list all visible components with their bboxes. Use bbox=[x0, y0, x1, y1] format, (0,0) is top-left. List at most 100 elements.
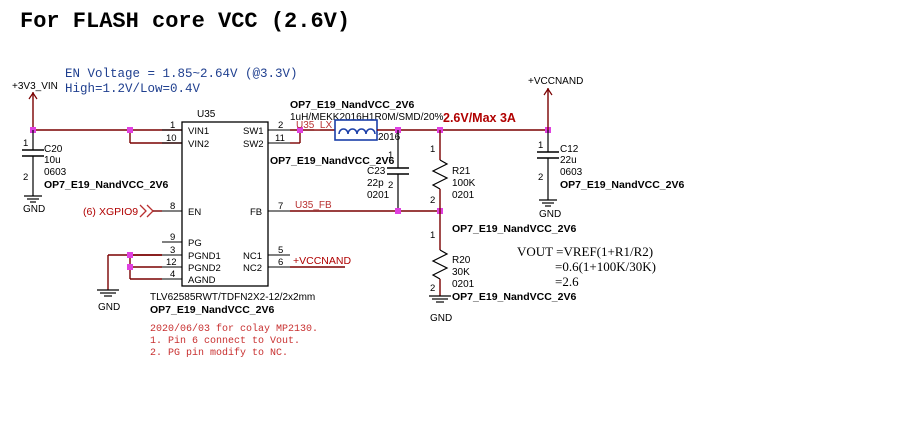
ic-pin-name-sw2: SW2 bbox=[243, 139, 264, 150]
inductor-package: 2016 bbox=[378, 132, 401, 143]
vccnand-rail-arrow-icon bbox=[543, 87, 553, 130]
ic-pin-num-pgnd1: 3 bbox=[170, 245, 175, 256]
ic-right-pin-stubs bbox=[268, 129, 290, 268]
lx-net-label: U35_LX bbox=[296, 120, 332, 131]
r20-pin2: 2 bbox=[430, 283, 435, 294]
c12-ref: C12 bbox=[560, 144, 579, 155]
gnd-label-c20: GND bbox=[23, 204, 45, 215]
r21-net-label: OP7_E19_NandVCC_2V6 bbox=[452, 223, 576, 235]
ic-pin-name-en: EN bbox=[188, 207, 201, 218]
ic-ref: U35 bbox=[197, 109, 216, 120]
ic-pin-name-vin1: VIN1 bbox=[188, 126, 209, 137]
c20-net-label: OP7_E19_NandVCC_2V6 bbox=[44, 179, 168, 191]
revision-note-1: 2020/06/03 for colay MP2130. bbox=[150, 323, 318, 335]
resistor-r20 bbox=[429, 211, 451, 303]
capacitor-c23 bbox=[387, 130, 409, 211]
vin-rail-arrow-icon bbox=[28, 91, 38, 130]
en-input-net: XGPIO9 bbox=[99, 206, 138, 218]
r21-pin2: 2 bbox=[430, 195, 435, 206]
ic-pin-num-vin2: 10 bbox=[166, 133, 177, 144]
junction-dot bbox=[127, 127, 133, 133]
junction-dot bbox=[395, 208, 401, 214]
ic-pin-name-fb: FB bbox=[250, 207, 262, 218]
c20-package: 0603 bbox=[44, 167, 67, 178]
revision-note-3: 2. PG pin modify to NC. bbox=[150, 347, 288, 359]
ic-pin-num-pg: 9 bbox=[170, 232, 175, 243]
ic-pin-num-vin1: 1 bbox=[170, 120, 175, 131]
r20-net-label: OP7_E19_NandVCC_2V6 bbox=[452, 291, 576, 303]
c23-package: 0201 bbox=[367, 190, 390, 201]
en-note-line2: High=1.2V/Low=0.4V bbox=[65, 82, 201, 96]
en-input-arrow-icon bbox=[139, 204, 162, 218]
ic-pin-num-agnd: 4 bbox=[170, 269, 175, 280]
inductor-l bbox=[334, 119, 378, 141]
r21-package: 0201 bbox=[452, 190, 475, 201]
junction-dot bbox=[297, 127, 303, 133]
c23-pin2: 2 bbox=[388, 180, 393, 191]
formula-line2: =0.6(1+100K/30K) bbox=[555, 259, 656, 274]
ic-pin-name-agnd: AGND bbox=[188, 275, 216, 286]
en-input-ref: (6) bbox=[83, 206, 96, 218]
page-title: For FLASH core VCC (2.6V) bbox=[20, 9, 350, 34]
ic-pin-num-pgnd2: 12 bbox=[166, 257, 177, 268]
c12-net-label: OP7_E19_NandVCC_2V6 bbox=[560, 179, 684, 191]
c23-value: 22p bbox=[367, 178, 384, 189]
gnd-label-r20: GND bbox=[430, 313, 452, 324]
ic-left-pin-stubs bbox=[162, 129, 182, 280]
ic-pin-num-sw2: 11 bbox=[275, 133, 285, 144]
ic-body bbox=[181, 121, 269, 287]
r21-ref: R21 bbox=[452, 166, 471, 177]
resistor-r21 bbox=[431, 130, 449, 211]
ic-pin-num-en: 8 bbox=[170, 201, 175, 212]
revision-note-2: 1. Pin 6 connect to Vout. bbox=[150, 335, 300, 347]
ic-pin-name-nc2: NC2 bbox=[243, 263, 262, 274]
c23-ref: C23 bbox=[367, 166, 386, 177]
formula-line3: =2.6 bbox=[555, 274, 579, 289]
r21-value: 100K bbox=[452, 178, 476, 189]
c12-value: 22u bbox=[560, 155, 577, 166]
c23-net-label: OP7_E19_NandVCC_2V6 bbox=[270, 155, 394, 167]
capacitor-c12 bbox=[537, 130, 559, 207]
c20-value: 10u bbox=[44, 155, 61, 166]
r21-pin1: 1 bbox=[430, 144, 435, 155]
nc2-vccnand-label: +VCCNAND bbox=[293, 255, 351, 267]
c20-ref: C20 bbox=[44, 144, 63, 155]
ic-part-number: TLV62585RWT/TDFN2X2-12/2x2mm bbox=[150, 292, 315, 303]
junction-dot bbox=[127, 264, 133, 270]
c20-pin2: 2 bbox=[23, 172, 28, 183]
ic-net-label: OP7_E19_NandVCC_2V6 bbox=[150, 304, 274, 316]
gnd-label-c12: GND bbox=[539, 209, 561, 220]
r20-ref: R20 bbox=[452, 255, 471, 266]
junction-dot bbox=[127, 252, 133, 258]
r20-package: 0201 bbox=[452, 279, 475, 290]
inductor-net-label: OP7_E19_NandVCC_2V6 bbox=[290, 99, 414, 111]
r20-value: 30K bbox=[452, 267, 470, 278]
c20-pin1: 1 bbox=[23, 138, 28, 149]
ic-pin-name-pgnd1: PGND1 bbox=[188, 251, 221, 262]
vin-rail-label: +3V3_VIN bbox=[12, 81, 58, 92]
c12-package: 0603 bbox=[560, 167, 583, 178]
vccnand-rail-label: +VCCNAND bbox=[528, 76, 583, 87]
r20-pin1: 1 bbox=[430, 230, 435, 241]
c12-pin2: 2 bbox=[538, 172, 543, 183]
ic-pin-name-pg: PG bbox=[188, 238, 202, 249]
capacitor-c20 bbox=[22, 130, 44, 203]
ic-pin-num-nc2: 6 bbox=[278, 257, 283, 268]
en-note-line1: EN Voltage = 1.85~2.64V (@3.3V) bbox=[65, 67, 298, 81]
ic-pin-num-fb: 7 bbox=[278, 201, 283, 212]
formula-line1: VOUT =VREF(1+R1/R2) bbox=[517, 244, 653, 259]
inductor-value: 1uH/MEKK2016H1R0M/SMD/20% bbox=[290, 112, 444, 123]
c23-pin1: 1 bbox=[388, 150, 393, 161]
pgnd-wiring bbox=[97, 254, 162, 297]
ic-pin-num-sw1: 2 bbox=[278, 120, 283, 131]
ic-pin-num-nc1: 5 bbox=[278, 245, 283, 256]
ic-pin-name-pgnd2: PGND2 bbox=[188, 263, 221, 274]
ic-pin-name-vin2: VIN2 bbox=[188, 139, 209, 150]
ic-pin-name-sw1: SW1 bbox=[243, 126, 264, 137]
output-spec-note: 2.6V/Max 3A bbox=[443, 111, 516, 125]
fb-net-label: U35_FB bbox=[295, 200, 332, 211]
gnd-label-ic: GND bbox=[98, 302, 120, 313]
c12-pin1: 1 bbox=[538, 140, 543, 151]
ic-pin-name-nc1: NC1 bbox=[243, 251, 262, 262]
